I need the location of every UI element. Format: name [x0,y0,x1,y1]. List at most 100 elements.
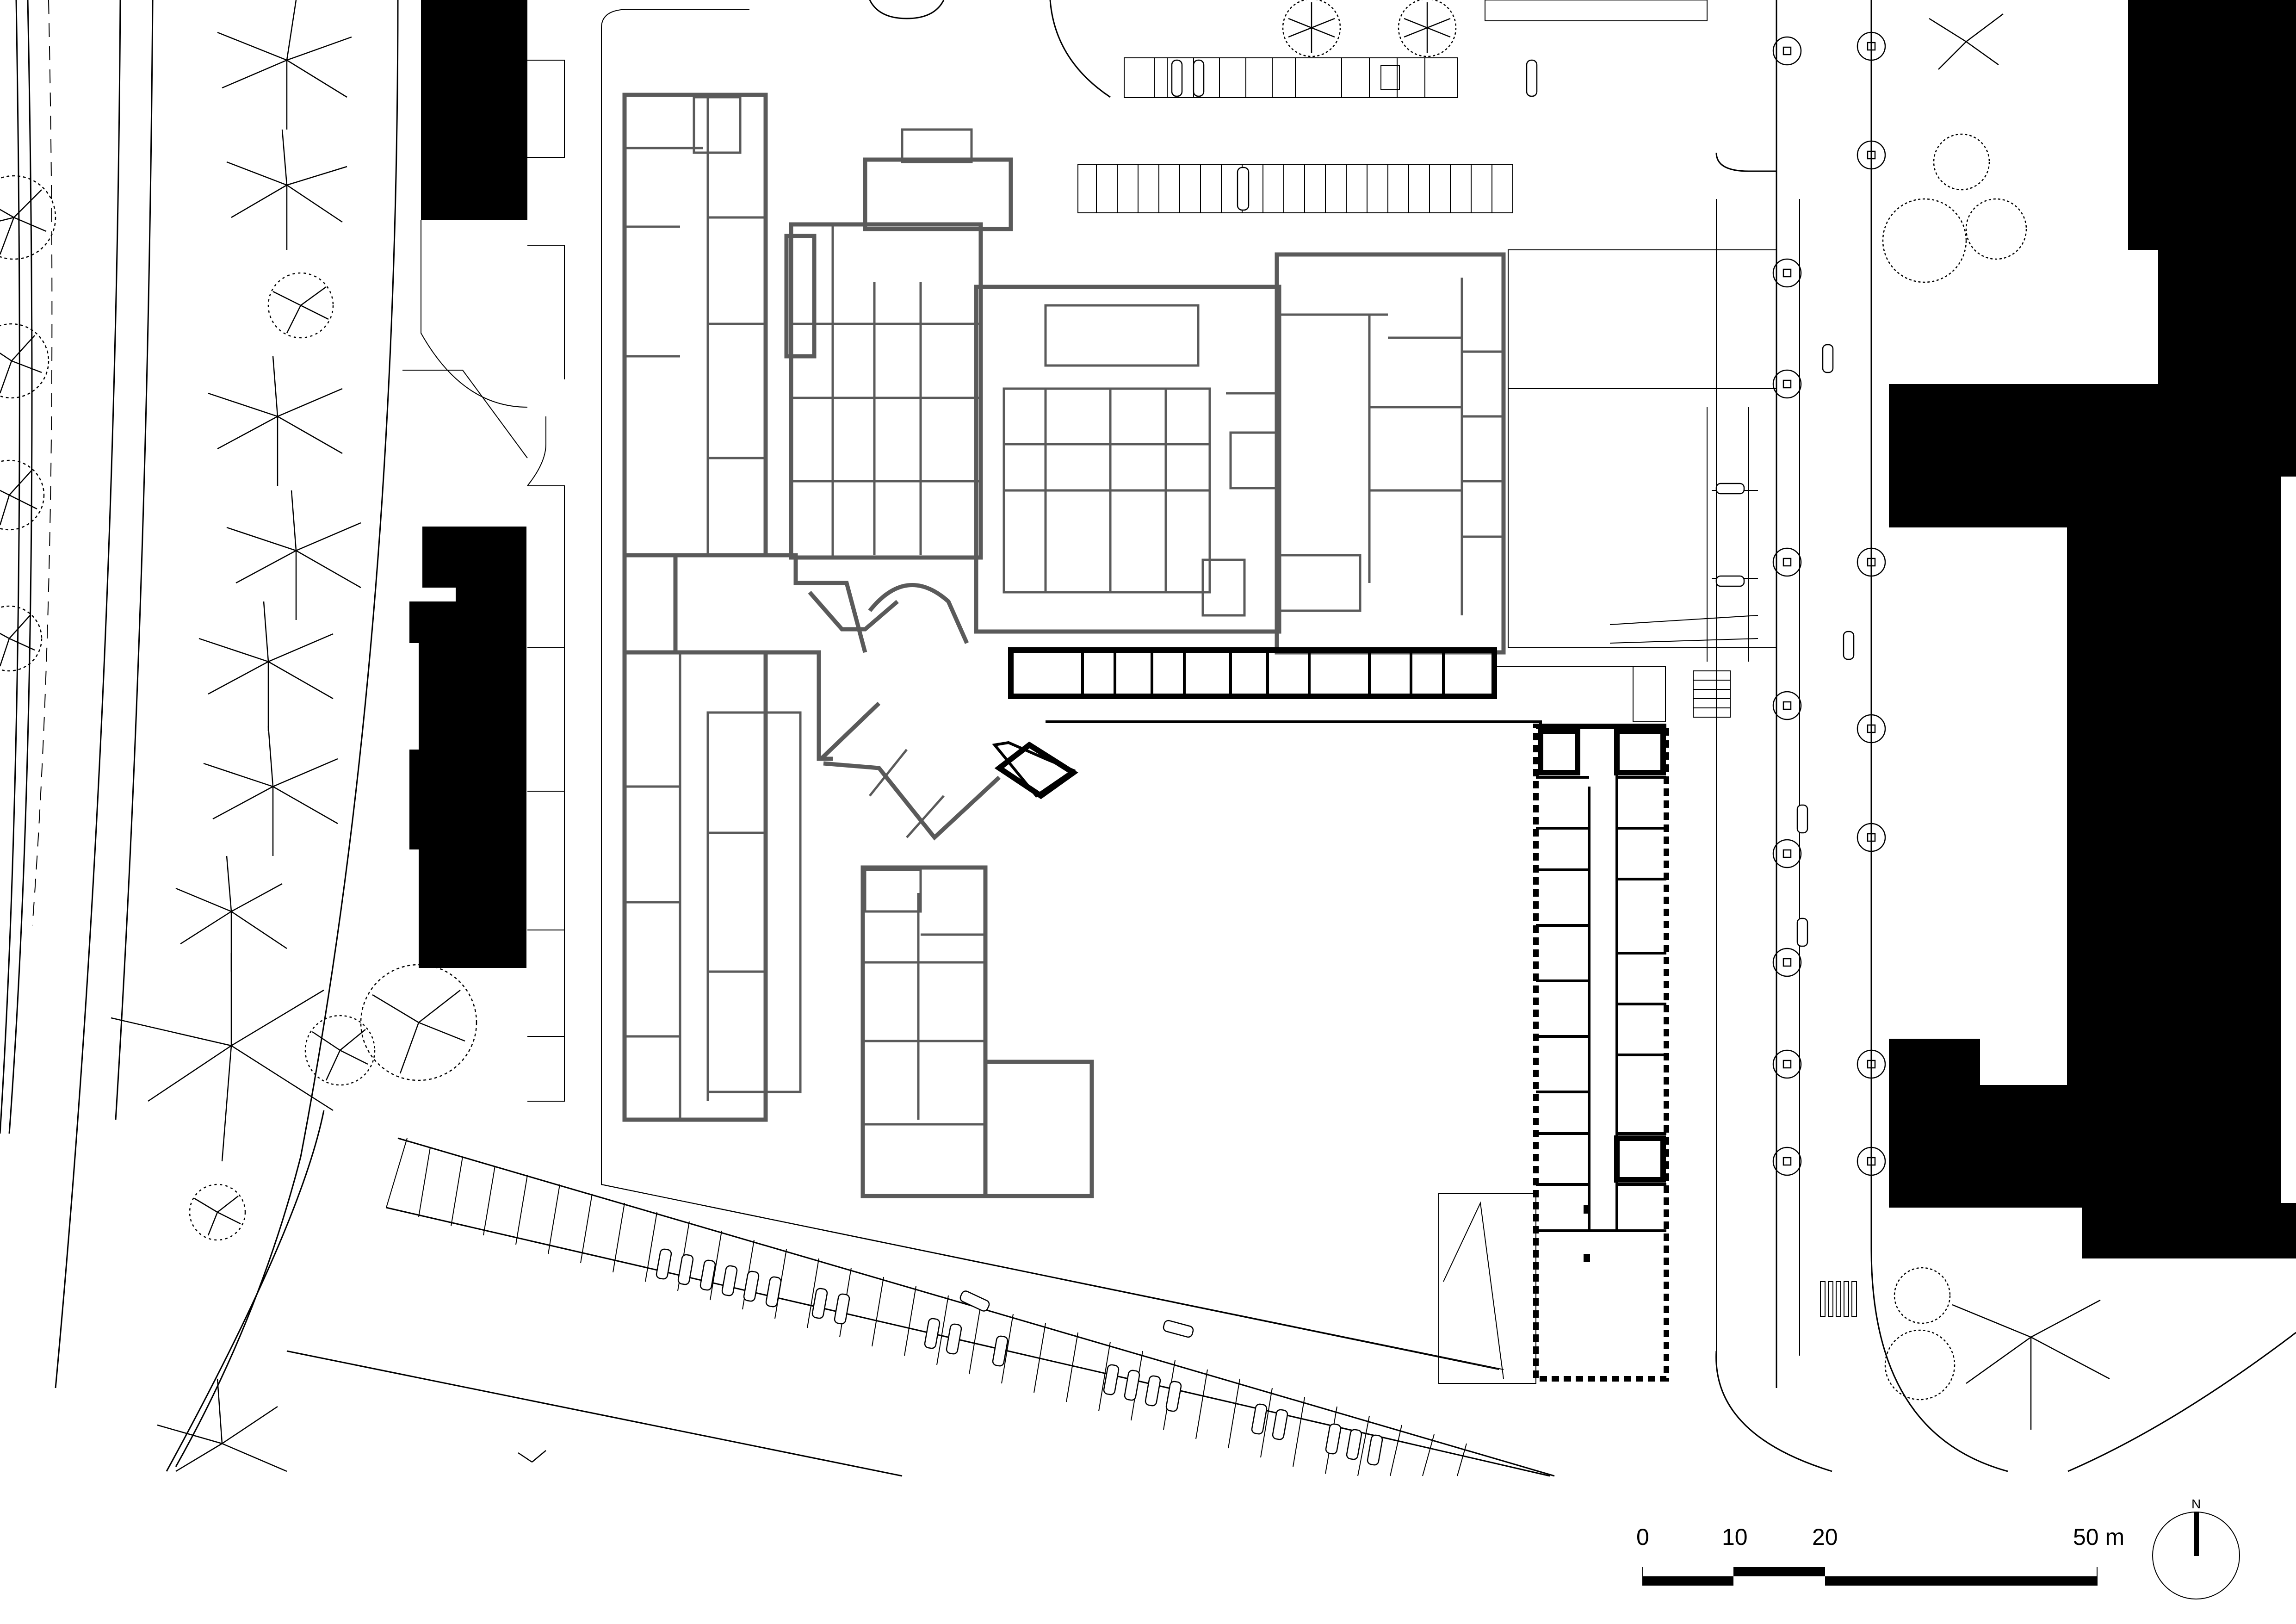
street-trees [1772,31,1886,1176]
car-icon [1367,1434,1383,1466]
car-icon [1145,1375,1161,1407]
tree-icon [1894,1267,1951,1324]
crosswalk [1820,1281,1857,1317]
car-icon [699,1259,716,1291]
central-courtyard-block [974,285,1281,634]
tree-icon [1857,140,1886,170]
car-icon [1251,1403,1268,1435]
car-icon [959,1290,990,1312]
new-east-wing [819,249,1777,1384]
tree-icon [1772,1049,1802,1079]
new-wing-north-bar [1008,647,1497,699]
tree-icon [1772,691,1802,720]
car-icon [1237,167,1250,211]
north-label: N [2191,1497,2201,1511]
car-icon [1325,1423,1342,1455]
car-icon [1103,1364,1120,1395]
car-icon [924,1318,941,1349]
tree-icon [1929,13,2004,70]
car-icon [765,1276,782,1308]
car-icon [1796,917,1808,947]
tree-icon [1884,1329,1956,1401]
tree-icon [1772,1147,1802,1176]
car-icon [656,1248,672,1280]
tree-icon [1772,839,1802,868]
tree-icon [157,1378,287,1472]
tree-icon [189,1184,246,1241]
tree-icon [518,1450,546,1463]
tree-icon [0,459,45,531]
car-icon [834,1293,850,1325]
scale-bar-graphic [1642,1567,2098,1586]
car-icon [1272,1409,1288,1440]
east-street [1508,0,2296,1472]
tree-icon [1857,1147,1886,1176]
tree-icon [217,0,352,130]
tree-icon [226,490,361,620]
car-icon [946,1323,962,1355]
tree-icon [203,726,338,856]
car-icon [1526,59,1538,97]
car-icon [1822,344,1834,373]
tree-icon [1857,31,1886,61]
tree-icon [1282,0,1341,57]
car-icon [992,1335,1009,1367]
tree-icon [1772,36,1802,66]
car-icon [1796,804,1808,834]
new-wing-vertical [1533,724,1669,1382]
scale-label-10: 10 [1722,1524,1748,1550]
tree-icon [0,323,50,399]
tree-icon [226,129,347,250]
car-icon [811,1288,828,1319]
tree-icon [1772,258,1802,288]
car-icon [677,1254,694,1285]
scale-label-0: 0 [1636,1524,1649,1550]
scale-label-50: 50 m [2073,1524,2125,1550]
central-north-block [789,222,983,560]
tree-icon [0,175,56,260]
tree-icon [360,964,477,1081]
car-icon [1715,483,1745,495]
car-icon [1715,575,1745,587]
tree-icon [198,601,334,731]
tree-icon [1857,547,1886,577]
existing-hospital-complex [601,93,1506,1370]
tree-icon [111,953,334,1162]
tree-icon [1398,0,1457,57]
car-icon [743,1271,760,1302]
tree-icon [1882,198,1967,283]
south-central-block [860,865,988,1198]
tree-icon [1857,714,1886,744]
west-wing-south [622,650,768,1122]
car-icon [1165,1381,1182,1412]
tree-icon [304,1015,376,1086]
tree-icon [1952,1299,2110,1430]
car-icon [1346,1429,1362,1460]
tree-icon [1857,823,1886,852]
south-parking-stall-lines [418,1147,1467,1476]
tree-icon [1857,1049,1886,1079]
tree-group-west [0,0,546,1472]
neighbor-buildings [409,0,2296,1258]
north-arrow-graphic [2152,1512,2240,1599]
car-icon [1843,631,1855,660]
south-parking [286,1137,1555,1477]
tree-icon [1965,198,2027,260]
south-parking-cars [656,1248,1383,1466]
north-parking-stall-lines-2 [1096,164,1492,213]
tree-icon [1772,547,1802,577]
tree-icon [0,605,43,672]
tree-icon [175,855,287,972]
neighbor-building-nw [421,0,527,220]
tree-icon [1772,948,1802,977]
scale-label-20: 20 [1812,1524,1838,1550]
neighbor-building-w [409,527,526,968]
tree-icon [1772,369,1802,399]
car-icon [1163,1320,1194,1338]
tree-icon [1933,133,1990,191]
west-road [0,0,399,1472]
north-parking [869,0,1708,213]
tree-icon [208,356,343,486]
tree-icon [267,272,334,339]
